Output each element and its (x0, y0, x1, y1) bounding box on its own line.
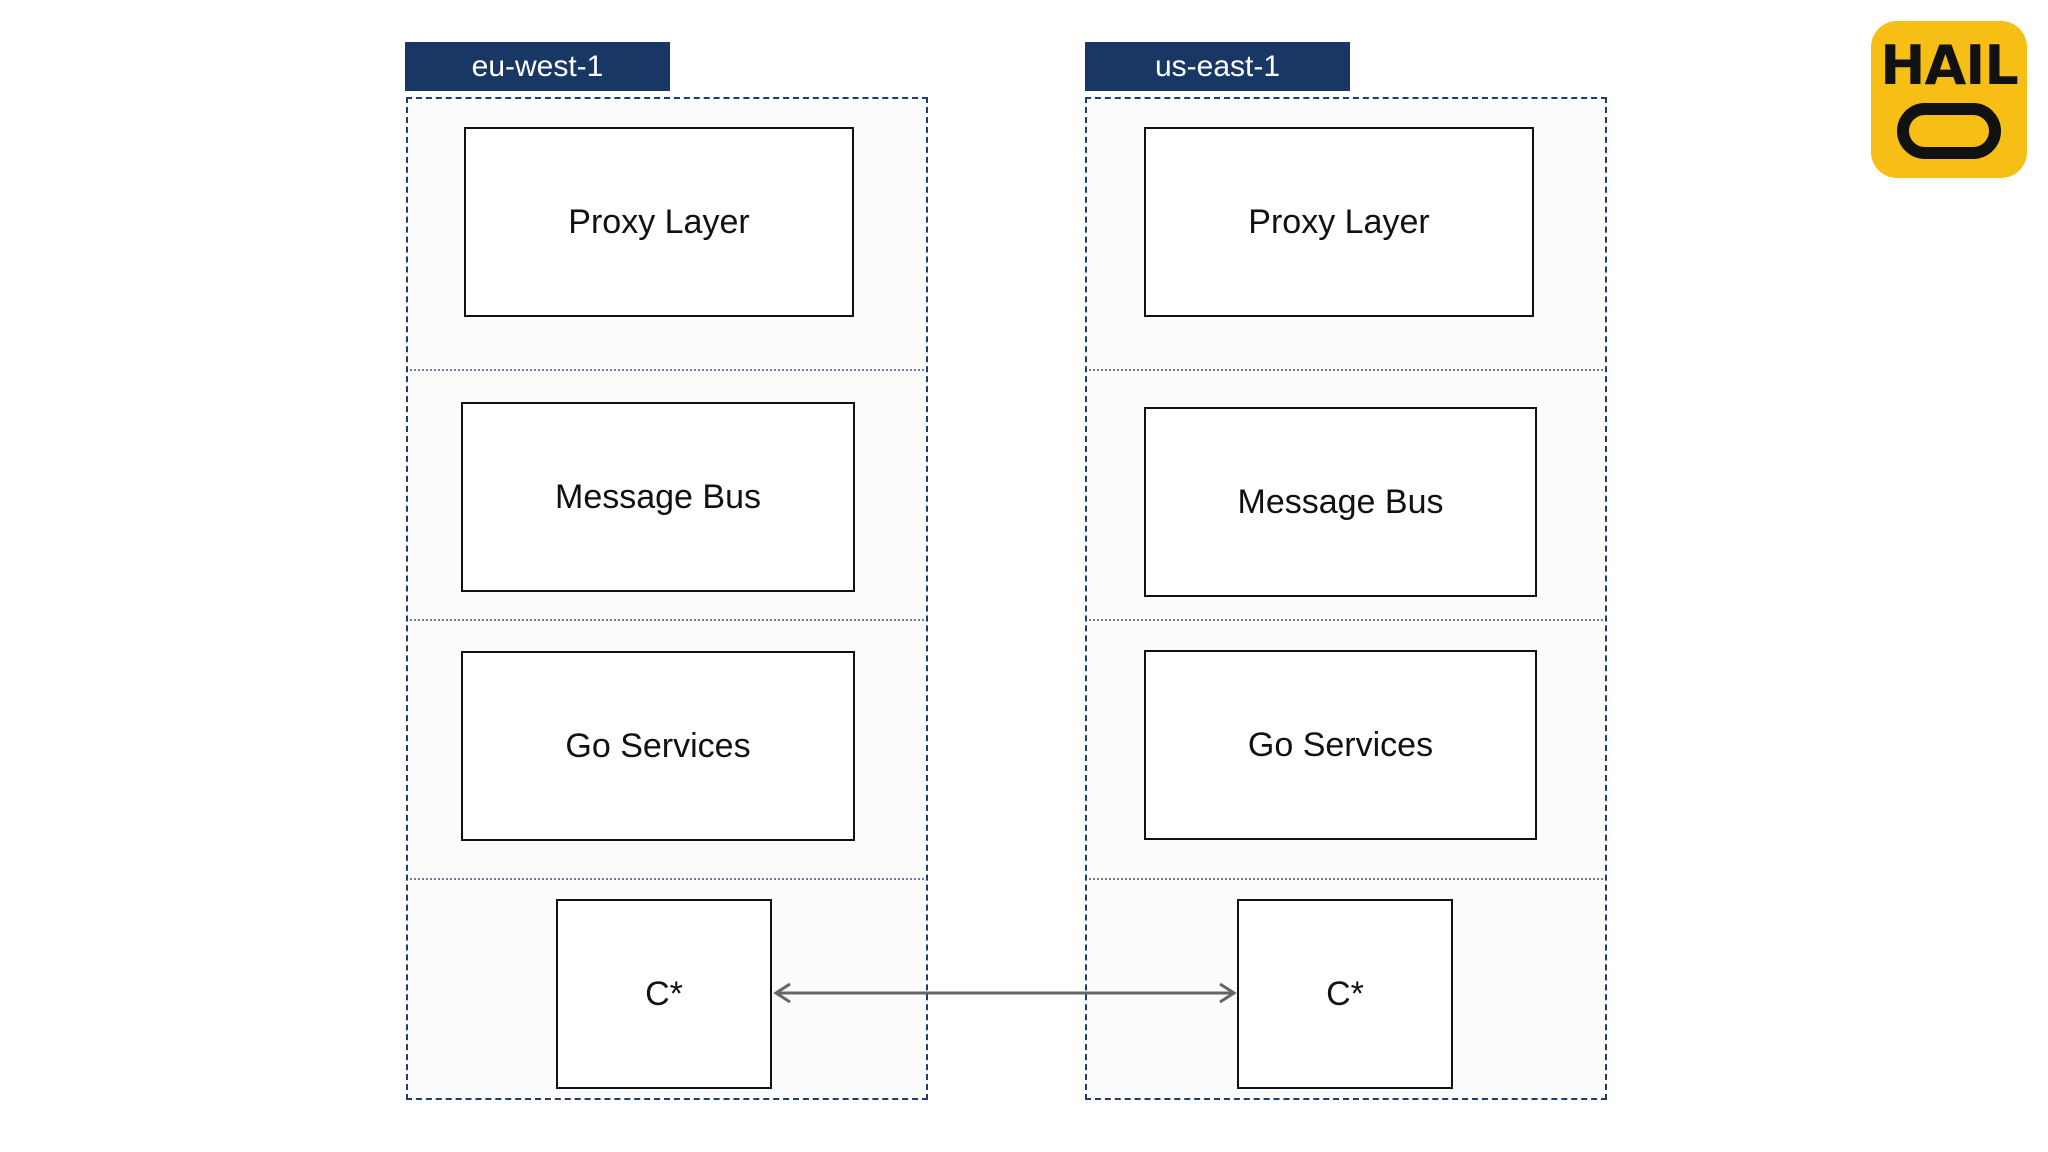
region-label-us-east-1: us-east-1 (1085, 42, 1350, 91)
proxy-layer-box: Proxy Layer (1144, 127, 1534, 317)
proxy-layer-box: Proxy Layer (464, 127, 854, 317)
proxy-layer-label: Proxy Layer (568, 202, 750, 241)
logo-o-shape (1897, 103, 2001, 159)
layer-divider (1089, 619, 1603, 621)
message-bus-box: Message Bus (1144, 407, 1537, 597)
layer-divider (410, 369, 924, 371)
cassandra-label: C* (1326, 974, 1364, 1013)
region-us-east-1: Proxy Layer Message Bus Go Services C* (1085, 97, 1607, 1100)
cassandra-box: C* (556, 899, 772, 1089)
message-bus-box: Message Bus (461, 402, 855, 592)
go-services-box: Go Services (461, 651, 855, 841)
message-bus-label: Message Bus (1237, 482, 1444, 521)
layer-divider (1089, 369, 1603, 371)
layer-divider (410, 878, 924, 880)
cassandra-box: C* (1237, 899, 1453, 1089)
layer-divider (1089, 878, 1603, 880)
message-bus-label: Message Bus (555, 477, 761, 516)
region-eu-west-1: Proxy Layer Message Bus Go Services C* (406, 97, 928, 1100)
hailo-logo: HAIL (1871, 21, 2027, 178)
go-services-box: Go Services (1144, 650, 1537, 840)
cassandra-label: C* (645, 974, 683, 1013)
logo-text: HAIL (1880, 34, 2019, 97)
region-label-eu-west-1: eu-west-1 (405, 42, 670, 91)
go-services-label: Go Services (1247, 725, 1434, 764)
go-services-label: Go Services (565, 726, 751, 765)
layer-divider (410, 619, 924, 621)
proxy-layer-label: Proxy Layer (1248, 202, 1430, 241)
